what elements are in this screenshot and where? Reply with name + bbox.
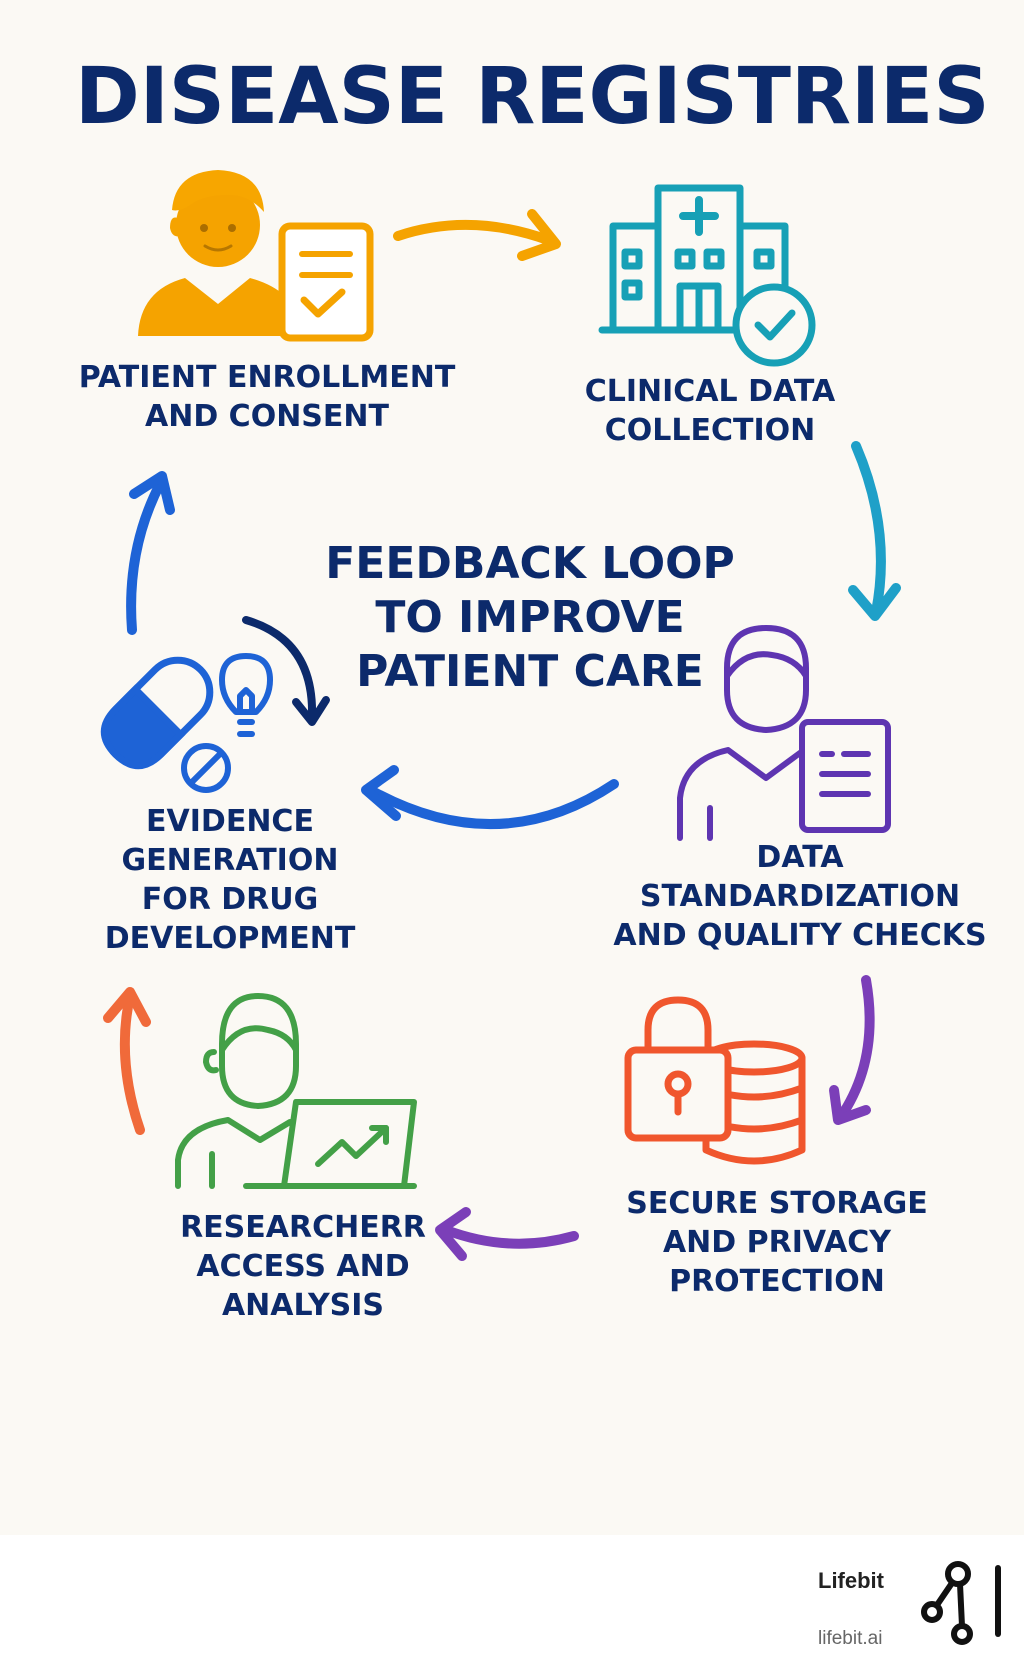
step-label-evidence-generation: EVIDENCE GENERATION FOR DRUG DEVELOPMENT xyxy=(104,804,356,956)
researcher-with-laptop-chart-icon xyxy=(175,993,417,1189)
arrow-head xyxy=(829,1085,871,1125)
arrow-standardization-to-evidence xyxy=(369,779,619,830)
pill-and-lightbulb-icon xyxy=(100,653,273,793)
arrow-head xyxy=(435,1207,471,1261)
arrow-storage-to-researcher xyxy=(441,1225,579,1249)
lifebit-logo-icon[interactable] xyxy=(918,1556,1008,1646)
step-label-patient-enrollment: PATIENT ENROLLMENT AND CONSENT xyxy=(78,360,456,434)
arrow-head xyxy=(848,583,901,621)
brand-url[interactable]: lifebit.ai xyxy=(818,1628,883,1649)
person-with-document-icon xyxy=(677,625,891,841)
arrow-head xyxy=(361,765,401,821)
arrow-head xyxy=(517,209,561,261)
arrow-enrollment-to-collection xyxy=(393,219,553,245)
step-label-secure-storage: SECURE STORAGE AND PRIVACY PROTECTION xyxy=(626,1186,928,1299)
brand-name[interactable]: Lifebit xyxy=(818,1568,884,1593)
center-feedback-loop-text: FEEDBACK LOOP TO IMPROVE PATIENT CARE xyxy=(325,538,735,697)
arrow-head xyxy=(292,696,330,726)
arrow-evidence-to-enrollment xyxy=(126,479,165,635)
footer-bar xyxy=(0,1535,1024,1666)
arrow-evidence-inner-loop xyxy=(242,616,317,720)
person-with-checked-form-icon xyxy=(138,170,374,342)
arrow-head xyxy=(129,471,175,515)
lock-and-database-icon xyxy=(624,996,806,1165)
arrow-researcher-to-evidence xyxy=(119,991,145,1135)
arrow-head xyxy=(103,987,151,1027)
step-label-clinical-data-collection: CLINICAL DATA COLLECTION xyxy=(584,374,836,448)
hospital-with-check-icon xyxy=(598,184,816,367)
arrow-collection-to-standardization xyxy=(851,441,886,617)
arrow-standardization-to-storage xyxy=(835,975,875,1123)
step-label-researcher-access: RESEARCHERR ACCESS AND ANALYSIS xyxy=(180,1210,426,1323)
page-title: DISEASE REGISTRIES xyxy=(75,52,990,142)
step-label-data-standardization: DATA STANDARDIZATION AND QUALITY CHECKS xyxy=(613,840,987,953)
